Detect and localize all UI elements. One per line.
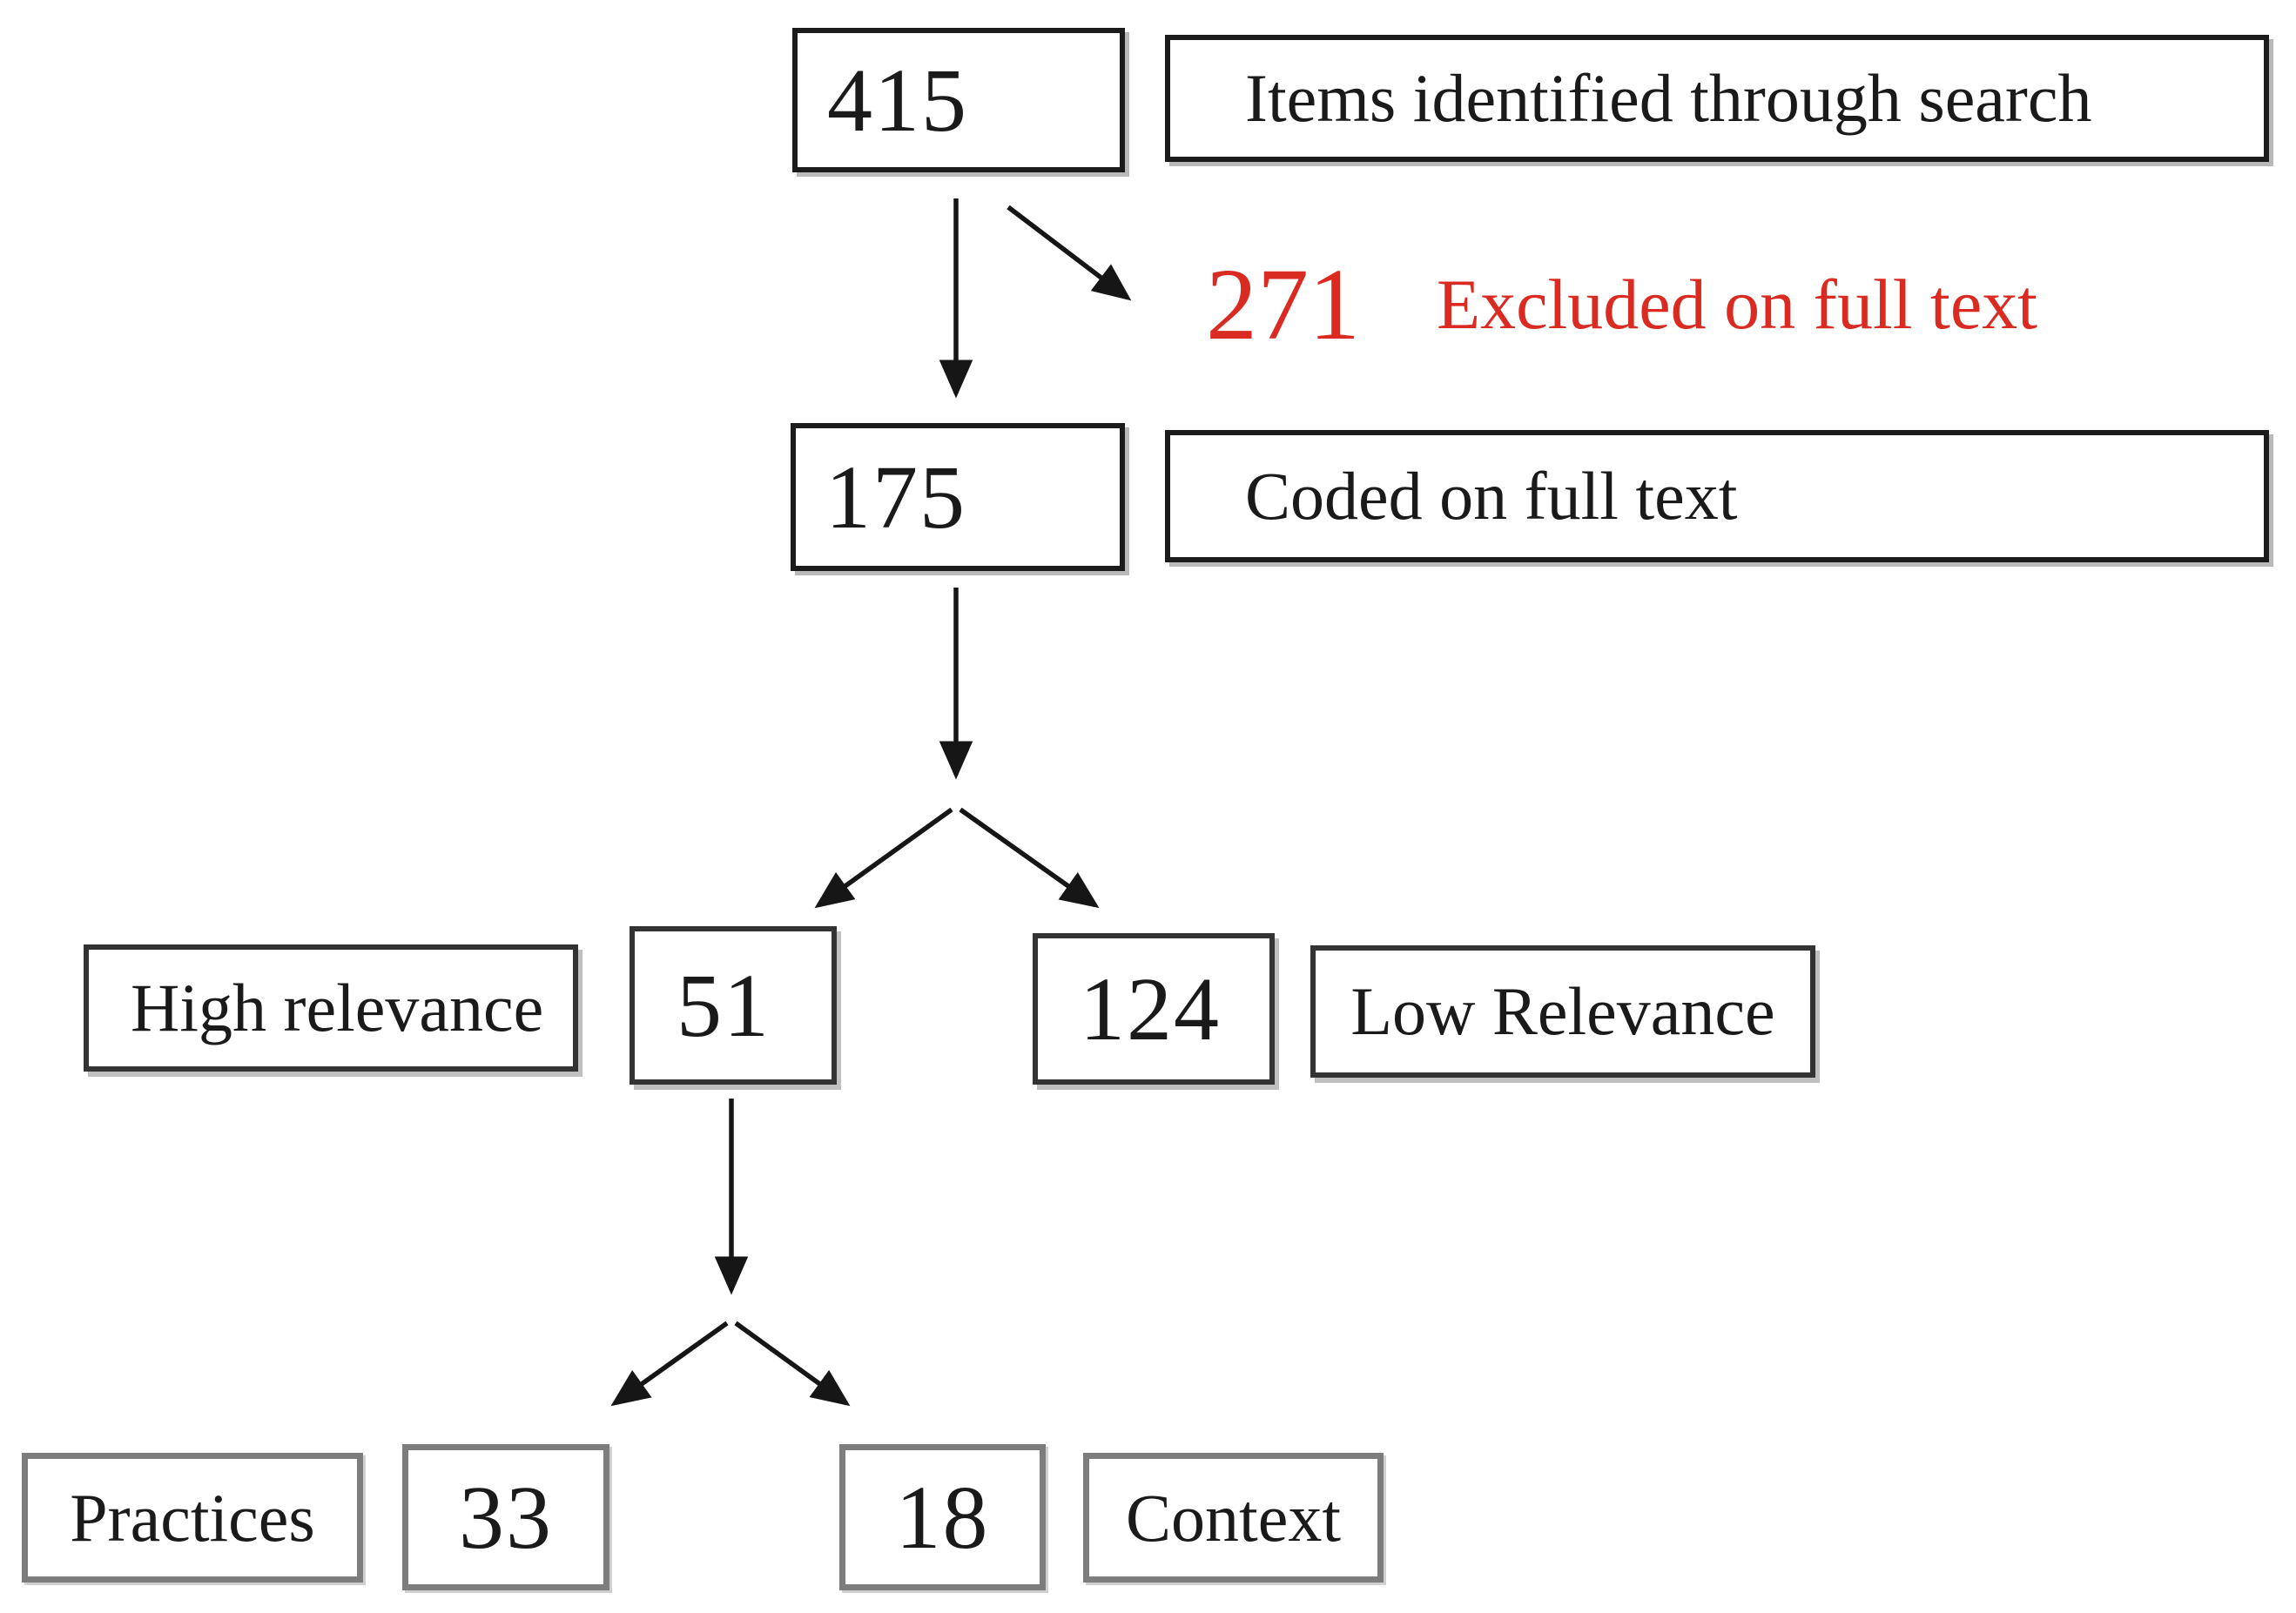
low-relevance-label-box: Low Relevance bbox=[1310, 945, 1815, 1078]
context-count-box: 18 bbox=[839, 1444, 1046, 1590]
arrow-identified-to-excluded bbox=[1007, 205, 1132, 301]
context-label: Context bbox=[1126, 1479, 1341, 1556]
high-relevance-label-box: High relevance bbox=[84, 944, 578, 1072]
low-relevance-count: 124 bbox=[1080, 958, 1221, 1059]
practices-label-box: Practices bbox=[22, 1453, 363, 1583]
practices-count-box: 33 bbox=[402, 1444, 609, 1590]
coded-label: Coded on full text bbox=[1245, 458, 1738, 534]
coded-label-box: Coded on full text bbox=[1165, 430, 2269, 562]
excluded-count: 271 bbox=[1206, 247, 1360, 361]
practices-label: Practices bbox=[70, 1479, 315, 1556]
coded-count: 175 bbox=[825, 447, 966, 548]
identified-label: Items identified through search bbox=[1245, 60, 2092, 136]
context-label-box: Context bbox=[1083, 1453, 1384, 1583]
identified-count-box: 415 bbox=[792, 28, 1125, 172]
arrow-split-to-high bbox=[814, 807, 953, 909]
low-relevance-label: Low Relevance bbox=[1350, 973, 1775, 1049]
arrow-split-to-context bbox=[734, 1321, 851, 1407]
excluded-annotation: 271 Excluded on full text bbox=[1206, 247, 2037, 361]
high-relevance-label: High relevance bbox=[131, 970, 544, 1045]
context-count: 18 bbox=[895, 1467, 990, 1568]
identified-label-box: Items identified through search bbox=[1165, 35, 2269, 162]
low-relevance-count-box: 124 bbox=[1033, 933, 1275, 1085]
arrow-split-to-practices bbox=[610, 1321, 729, 1407]
coded-count-box: 175 bbox=[791, 423, 1125, 571]
arrow-split-to-low bbox=[959, 807, 1100, 909]
high-relevance-count: 51 bbox=[677, 955, 771, 1056]
practices-count: 33 bbox=[459, 1467, 553, 1568]
excluded-label: Excluded on full text bbox=[1437, 265, 2037, 344]
high-relevance-count-box: 51 bbox=[630, 926, 837, 1085]
identified-count: 415 bbox=[827, 50, 968, 151]
